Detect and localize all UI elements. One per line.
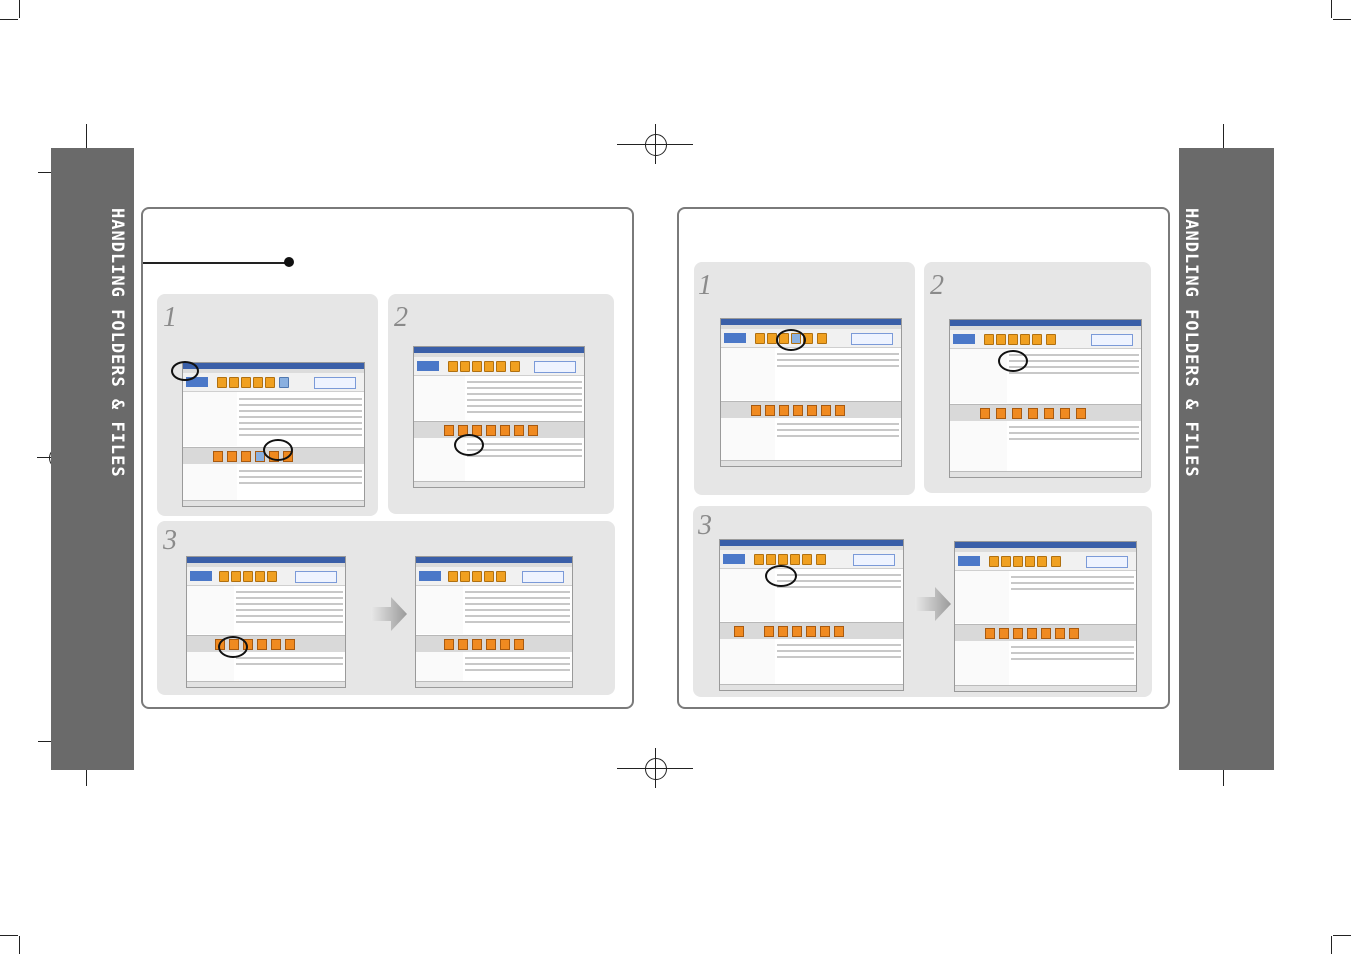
side-tab-right: HANDLING FOLDERS & FILES	[1179, 148, 1274, 770]
screenshot-thumbnail	[954, 541, 1137, 692]
left-step-1: 1	[157, 294, 378, 516]
left-step-3: 3	[157, 521, 615, 695]
arrow-right-icon	[915, 587, 951, 621]
arrow-right-icon	[371, 597, 407, 631]
screenshot-thumbnail	[720, 318, 902, 467]
screenshot-thumbnail	[186, 556, 346, 688]
step-number: 2	[394, 302, 408, 333]
side-tab-title: HANDLING FOLDERS & FILES	[107, 208, 127, 478]
screenshot-thumbnail	[182, 362, 365, 507]
right-step-1: 1	[694, 262, 915, 495]
highlight-circle-icon	[263, 439, 293, 461]
highlight-circle-icon	[454, 434, 484, 456]
right-step-2: 2	[924, 262, 1151, 493]
screenshot-thumbnail	[949, 319, 1142, 478]
left-step-2: 2	[388, 294, 614, 514]
step-number: 3	[698, 510, 712, 541]
highlight-circle-icon	[171, 361, 199, 381]
screenshot-thumbnail	[719, 539, 904, 691]
step-number: 3	[163, 525, 177, 556]
highlight-circle-icon	[218, 636, 248, 658]
screenshot-thumbnail	[415, 556, 573, 688]
step-number: 2	[930, 270, 944, 301]
right-step-3: 3	[693, 506, 1152, 697]
highlight-circle-icon	[998, 350, 1028, 372]
screenshot-thumbnail	[413, 346, 585, 488]
side-tab-left: HANDLING FOLDERS & FILES	[51, 148, 134, 770]
highlight-circle-icon	[776, 329, 806, 351]
step-number: 1	[698, 270, 712, 301]
side-tab-title: HANDLING FOLDERS & FILES	[1181, 208, 1201, 478]
highlight-circle-icon	[765, 565, 797, 587]
step-number: 1	[163, 302, 177, 333]
